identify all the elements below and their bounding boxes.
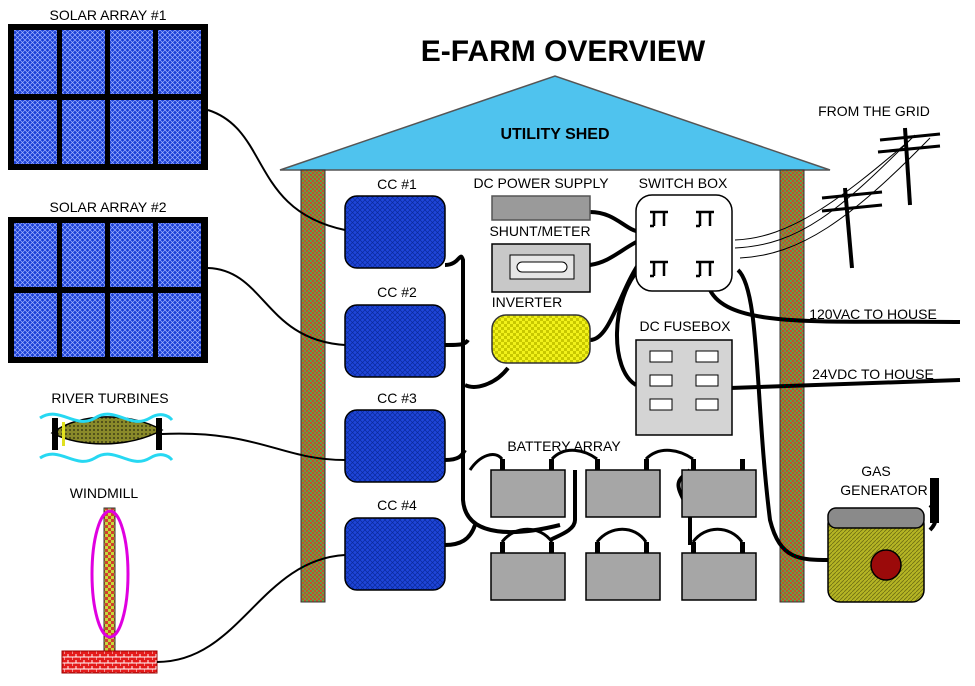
- solar-array-1: [8, 24, 208, 170]
- cc1-label: CC #1: [377, 176, 417, 192]
- windmill: [61, 507, 158, 674]
- dc-to-house-label: 24VDC TO HOUSE: [812, 366, 934, 382]
- cc3-label: CC #3: [377, 390, 417, 406]
- inverter: [491, 314, 591, 364]
- shed-label: UTILITY SHED: [500, 126, 609, 143]
- cc4-label: CC #4: [377, 497, 417, 513]
- solar-array-2: [8, 217, 208, 363]
- switch-box: [635, 194, 733, 292]
- battery: [490, 459, 566, 518]
- battery: [681, 459, 757, 518]
- inverter-label: INVERTER: [492, 294, 563, 310]
- grid-label: FROM THE GRID: [818, 103, 930, 119]
- generator-knob: [870, 549, 902, 581]
- solar-array-2-label: SOLAR ARRAY #2: [50, 199, 167, 215]
- power-pole: [877, 127, 941, 206]
- battery-wires: [468, 448, 744, 543]
- thin-wires: [156, 109, 931, 663]
- switch-box-label: SWITCH BOX: [639, 175, 728, 191]
- battery: [490, 542, 566, 601]
- battery: [585, 459, 661, 518]
- solar-array-1-label: SOLAR ARRAY #1: [50, 7, 167, 23]
- charge-controller-3: [344, 409, 446, 483]
- charge-controller-4: [344, 517, 446, 591]
- dc-fusebox: [635, 339, 733, 436]
- battery: [681, 542, 757, 601]
- windmill-rotor: [90, 509, 130, 639]
- dc-power-supply: [491, 195, 591, 221]
- gas-generator-label-line1: GAS: [861, 463, 891, 479]
- cc2-label: CC #2: [377, 284, 417, 300]
- power-pole: [821, 187, 883, 269]
- river-turbines-label: RIVER TURBINES: [51, 390, 168, 406]
- water-wave: [39, 412, 174, 423]
- ac-to-house-label: 120VAC TO HOUSE: [809, 306, 937, 322]
- river-turbine: [39, 412, 174, 463]
- battery: [585, 542, 661, 601]
- windmill-base: [61, 650, 158, 674]
- shed-roof: [279, 75, 831, 171]
- shunt-meter-label: SHUNT/METER: [489, 223, 590, 239]
- water-wave: [39, 452, 174, 463]
- windmill-label: WINDMILL: [70, 485, 139, 501]
- generator-exhaust: [930, 478, 939, 523]
- charge-controller-1: [344, 195, 446, 269]
- battery-array-label: BATTERY ARRAY: [507, 438, 621, 454]
- battery-array: [490, 459, 757, 601]
- gas-generator-label-line2: GENERATOR: [840, 482, 927, 498]
- shed-left-post: [300, 169, 326, 603]
- page-title: E-FARM OVERVIEW: [421, 35, 706, 68]
- dc-fusebox-label: DC FUSEBOX: [639, 318, 731, 334]
- dc-power-supply-label: DC POWER SUPPLY: [473, 175, 609, 191]
- charge-controller-2: [344, 304, 446, 378]
- gas-generator: [827, 478, 939, 603]
